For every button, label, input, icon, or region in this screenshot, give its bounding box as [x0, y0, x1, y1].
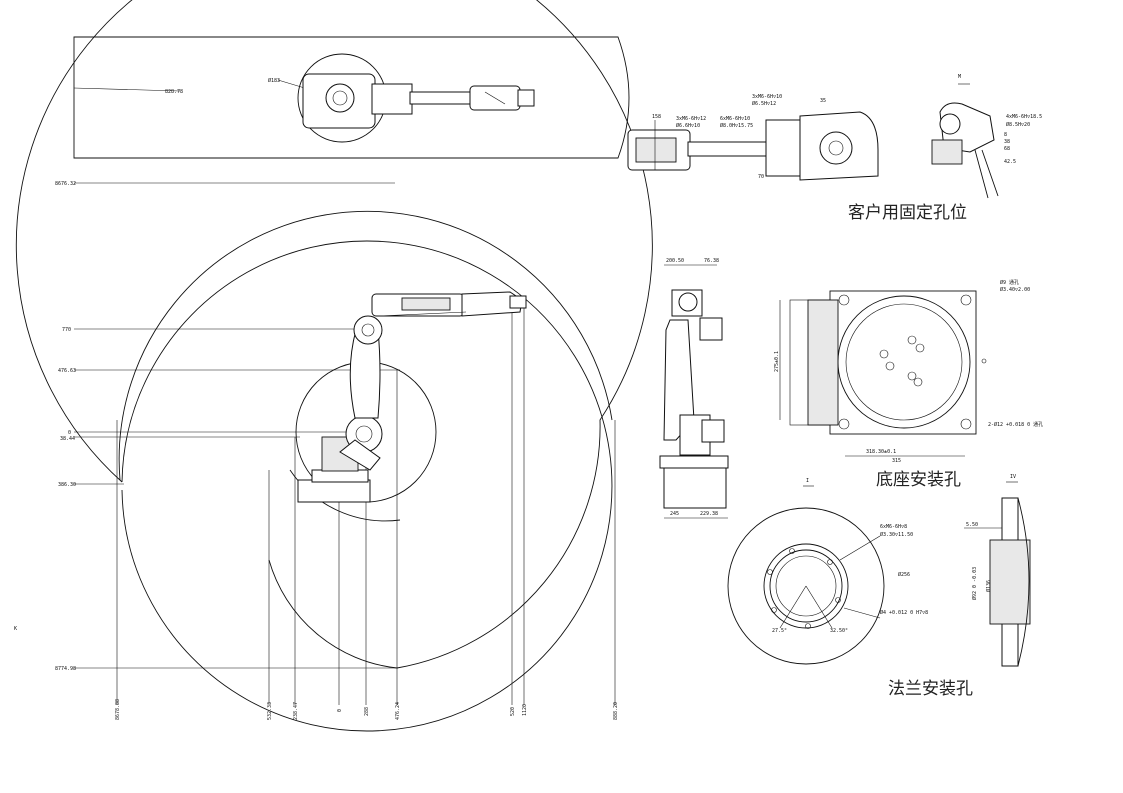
side-bottom-right: 229.38	[700, 511, 718, 517]
left-label-4: 0	[68, 430, 71, 436]
wrist-label-b: Ø8.5H▽20	[1006, 121, 1030, 128]
left-label-6: 386.30	[58, 482, 76, 488]
wrist-tick-4: 42.5	[1004, 159, 1016, 165]
bottom-label-9: 888.20	[613, 702, 619, 720]
mid-top-a: 3xM6-6H▽10	[752, 94, 782, 100]
section-d1: Ø92 0 -0.03	[971, 567, 978, 600]
flange-pcd: Ø3.30▽11.50	[880, 531, 913, 538]
bottom-label-6: 476.24	[395, 702, 401, 720]
arm-top-view: 158 70 3xM6-6H▽12 Ø6.6H▽10 6xM6-6H▽10 Ø8…	[627, 94, 879, 181]
flange-angle2: 32.50°	[830, 628, 848, 634]
flange-marker: I	[806, 478, 809, 484]
section-top-label: 5.50	[966, 522, 978, 528]
base-view: 275±0.1 318.30±0.1 315 Ø9 通孔 Ø3.40▽2.00 …	[774, 279, 1043, 464]
left-label-7: 8774.98	[55, 666, 76, 672]
side-bottom-left: 245	[670, 511, 679, 517]
flange-holes: 6xM6-6H▽8	[880, 524, 907, 530]
wrist-marker: M	[958, 74, 961, 80]
mid-b: Ø8.0H▽15.75	[720, 122, 753, 129]
bottom-label-7: 520	[510, 707, 516, 716]
wrist-tick-3: 68	[1004, 146, 1010, 152]
base-bottom2-label: 315	[892, 458, 901, 464]
mid-top-b: Ø6.5H▽12	[752, 100, 776, 107]
mid-a: 6xM6-6H▽10	[720, 116, 750, 122]
top-plan-view: 828.78 Ø183	[73, 36, 630, 159]
bottom-label-5: 288	[364, 707, 370, 716]
small-bottom-label: 70	[758, 174, 764, 180]
flange-angle1: 27.5°	[772, 628, 787, 634]
left-label-5: 38.44	[60, 436, 75, 442]
flange-pin: Ø4 +0.012 0 H7▽8	[880, 609, 928, 616]
top-radius-label: 828.78	[165, 89, 183, 95]
bottom-label-2: 532.33	[267, 702, 273, 720]
top-diameter-label: Ø183	[268, 77, 280, 84]
bottom-label-3: 238.47	[293, 702, 299, 720]
flange-view: I 6xM6-6H▽8 Ø3.30▽11.50 Ø256 Ø4 +0.012 0…	[727, 478, 928, 665]
section-d2: Ø136	[985, 580, 992, 592]
edge-mark: K	[14, 626, 17, 632]
wrist-tick-2: 38	[1004, 139, 1010, 145]
wrist-tick-1: 8	[1004, 132, 1007, 138]
mid-left-b: Ø6.6H▽10	[676, 122, 700, 129]
left-label-2: 770	[62, 327, 71, 333]
caption-customer-holes: 客户用固定孔位	[848, 203, 967, 223]
workspace-view: 8676.32 770 476.63 0 38.44 386.30 8774.9…	[14, 0, 653, 732]
side-view: 200.50 76.38 245 229.38	[659, 258, 729, 519]
caption-flange-holes: 法兰安装孔	[888, 679, 973, 699]
bottom-label-8: 1120	[522, 704, 528, 716]
section-marker: IV	[1010, 474, 1016, 480]
left-label-3: 476.63	[58, 368, 76, 374]
side-top-right: 76.38	[704, 258, 719, 264]
flange-dia: Ø256	[898, 571, 910, 578]
base-hole-b: Ø3.40▽2.00	[1000, 286, 1030, 293]
base-side-label: 275±0.1	[774, 351, 780, 372]
small-left-label: 158	[652, 114, 661, 120]
wrist-view: M 4xM6-6H▽18.5 Ø8.5H▽20 8 38 68 42.5	[931, 74, 1042, 199]
base-hole-a: Ø9 通孔	[1000, 279, 1019, 286]
base-right-label: 2-Ø12 +0.018 0 通孔	[988, 421, 1043, 428]
wrist-label-a: 4xM6-6H▽18.5	[1006, 114, 1042, 120]
flange-section-view: IV 5.50 Ø92 0 -0.03 Ø136	[964, 474, 1031, 667]
mid-left-a: 3xM6-6H▽12	[676, 116, 706, 122]
caption-base-holes: 底座安装孔	[876, 470, 961, 490]
bottom-label-4: 0	[337, 709, 343, 712]
base-bottom-label: 318.30±0.1	[866, 449, 896, 455]
side-top-left: 200.50	[666, 258, 684, 264]
mid-top-c: 35	[820, 98, 826, 104]
bottom-label-1: 8678.88	[115, 699, 121, 720]
left-label-1: 8676.32	[55, 181, 76, 187]
